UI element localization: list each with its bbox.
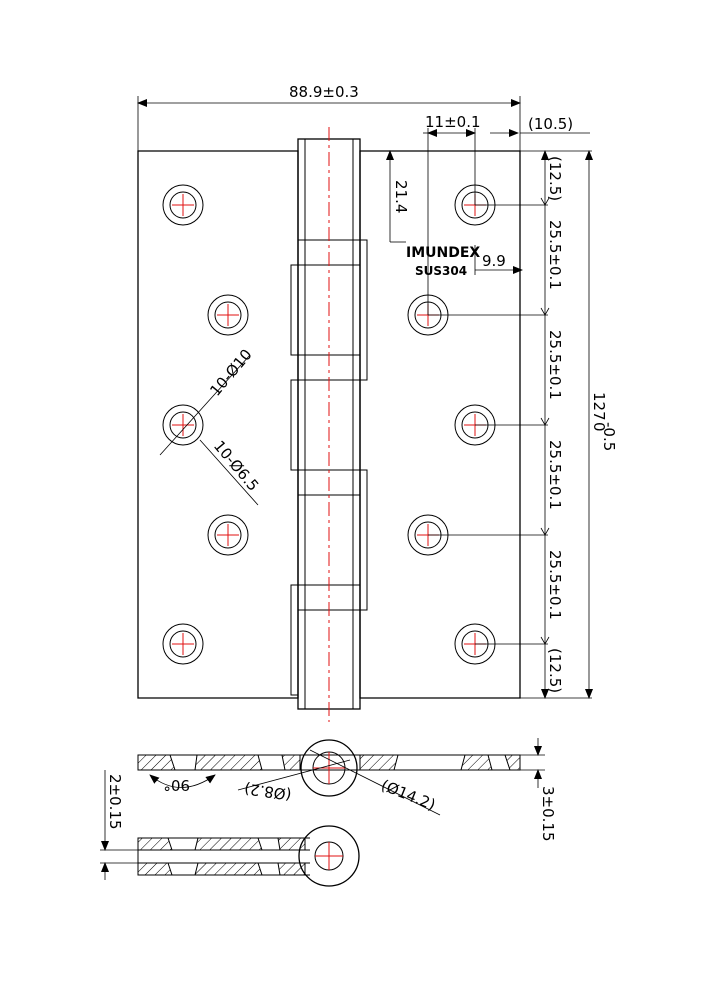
dim-hole-offset: 11±0.1	[425, 113, 481, 131]
hole-circle	[169, 630, 197, 658]
dim-pitch-2: 25.5±0.1	[546, 330, 564, 400]
front-view	[137, 127, 521, 722]
dim-bottom-margin: (12.5)	[546, 648, 564, 693]
dim-closed-gap: 2±0.15	[106, 774, 124, 830]
knuckle-outer-circle	[300, 739, 358, 797]
dim-overall-height: 127	[590, 392, 608, 421]
dim-countersink-angle: 90°	[163, 776, 190, 794]
right-leaf-outline	[359, 150, 521, 699]
dim-top-margin: (12.5)	[546, 156, 564, 201]
dim-height-tol-upper: 0	[590, 422, 608, 432]
screw-hole	[162, 623, 204, 665]
screw-hole	[162, 184, 204, 226]
countersink-circle	[162, 623, 204, 665]
material-marking: SUS304	[415, 264, 467, 278]
countersink-circle	[207, 294, 249, 336]
brand-marking: IMUNDEX	[406, 245, 480, 261]
countersink-circle	[162, 184, 204, 226]
dim-height-tol-lower: -0.5	[600, 422, 618, 451]
screw-hole	[207, 294, 249, 336]
hole-circle	[214, 301, 242, 329]
pin-caps	[304, 139, 354, 709]
side-view-closed	[100, 770, 360, 887]
knuckle-tabs-left	[290, 264, 298, 696]
dim-knuckle-dia: (Ø14.2)	[379, 776, 439, 814]
dim-edge-ref: (10.5)	[528, 115, 573, 133]
dim-countersink-dia: 10-Ø10	[206, 346, 255, 400]
dim-pitch-1: 25.5±0.1	[546, 220, 564, 290]
dim-overall-width: 88.9±0.3	[289, 83, 359, 101]
screw-hole	[162, 404, 204, 446]
hole-circle	[214, 521, 242, 549]
hole-circle	[169, 191, 197, 219]
screw-hole	[207, 514, 249, 556]
dim-hole-dia: 10-Ø6.5	[210, 437, 262, 495]
dim-mark-offset: 9.9	[482, 252, 506, 270]
hole-circle	[169, 411, 197, 439]
closed-knuckle-circle	[298, 825, 360, 887]
dim-top-to-mark: 21.4	[392, 180, 410, 213]
side-view-open	[137, 738, 545, 816]
left-leaf-outline	[137, 150, 299, 699]
knuckle-strip	[297, 138, 361, 710]
dim-pitch-4: 25.5±0.1	[546, 550, 564, 620]
countersink-circle	[207, 514, 249, 556]
dim-pin-dia: (Ø8.2)	[243, 779, 292, 803]
knuckle-tabs-right	[360, 239, 368, 611]
dim-pitch-3: 25.5±0.1	[546, 440, 564, 510]
dimension-lines	[137, 96, 593, 699]
dim-open-thickness: 3±0.15	[539, 786, 557, 842]
countersink-circle	[162, 404, 204, 446]
